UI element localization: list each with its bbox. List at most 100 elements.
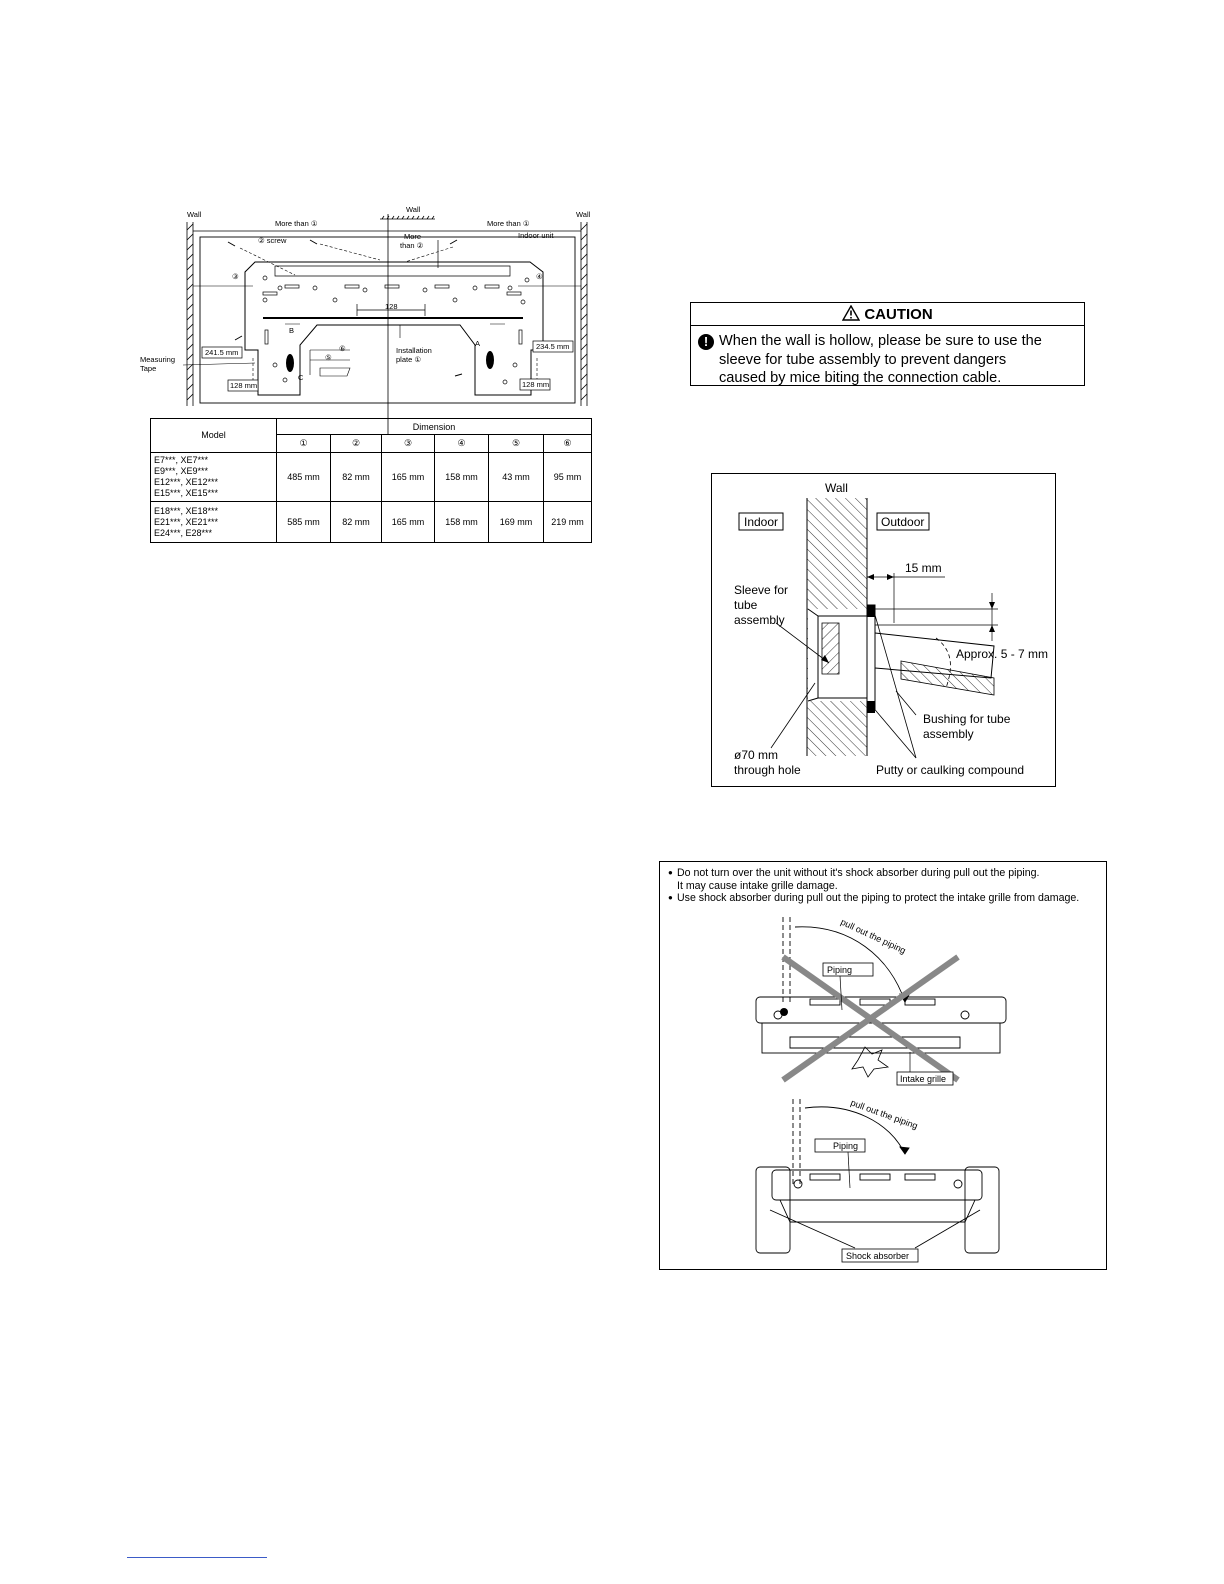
note-item: Do not turn over the unit without it's s… — [668, 867, 1102, 892]
value-cell: 82 mm — [330, 451, 382, 503]
sleeve-label-3: assembly — [734, 613, 785, 627]
dimension-table: Model Dimension ① ② ③ ④ ⑤ ⑥ E7***, XE7**… — [150, 417, 592, 543]
marker-b: B — [289, 326, 294, 335]
value-cell: 43 mm — [488, 451, 544, 503]
value-cell: 165 mm — [381, 501, 435, 543]
caution-body: ! When the wall is hollow, please be sur… — [691, 326, 1084, 388]
value-cell: 485 mm — [276, 451, 331, 503]
note-text: Use shock absorber during pull out the p… — [677, 892, 1080, 904]
hole-label-1: ø70 mm — [734, 748, 778, 762]
model-name: E18***, XE18*** — [154, 505, 219, 516]
footer-link-rule — [127, 1557, 267, 1558]
installation-plate-diagram: Wall Wall Wall More than ① More than ① ②… — [140, 205, 591, 435]
col-header: ① — [276, 434, 331, 453]
left-128-label: 128 mm — [230, 381, 257, 390]
plate-holes — [262, 275, 530, 385]
caution-text-line: When the wall is hollow, please be sure … — [719, 333, 1042, 349]
bushing-label-1: Bushing for tube — [923, 712, 1011, 726]
table-row: E7***, XE7*** E9***, XE9*** E12***, XE12… — [150, 451, 592, 503]
measuring-tape-1: Measuring — [140, 355, 175, 364]
right-wall — [580, 222, 588, 406]
pull-out-top-label: pull out the piping — [839, 917, 907, 956]
caution-text-line: sleeve for tube assembly to prevent dang… — [719, 351, 1007, 368]
model-cell: E7***, XE7*** E9***, XE9*** E12***, XE12… — [150, 451, 277, 503]
bushing-label-2: assembly — [923, 727, 974, 741]
note-item: Use shock absorber during pull out the p… — [668, 892, 1102, 905]
value-cell: 219 mm — [543, 501, 592, 543]
note-text: Do not turn over the unit without it's s… — [677, 867, 1040, 879]
value-cell: 95 mm — [543, 451, 592, 503]
value-cell: 82 mm — [330, 501, 382, 543]
dim4-label: ④ — [536, 272, 543, 281]
model-name: E15***, XE15*** — [154, 487, 219, 498]
sleeve-label-1: Sleeve for — [734, 583, 788, 597]
indoor-label: Indoor — [744, 515, 778, 529]
installation-plate — [244, 261, 544, 396]
installation-plate-2: plate ① — [396, 355, 421, 364]
measuring-tape-2: Tape — [140, 364, 156, 373]
piping-bottom-label: Piping — [833, 1141, 858, 1151]
exclamation-icon: ! — [698, 334, 714, 350]
putty-label: Putty or caulking compound — [876, 763, 1024, 777]
shock-notes: Do not turn over the unit without it's s… — [668, 867, 1102, 905]
dim6-label: ⑥ — [339, 344, 346, 353]
dim3-label: ③ — [232, 272, 239, 281]
screw-icons — [227, 239, 463, 377]
dim-15-label: 15 mm — [905, 561, 942, 575]
more-than-left: More than ① — [275, 219, 318, 228]
col-header: ④ — [434, 434, 489, 453]
wall-top-label: Wall — [406, 205, 421, 214]
note-text: It may cause intake grille damage. — [677, 879, 838, 892]
more-than-mid-2: than ② — [400, 241, 424, 250]
model-name: E7***, XE7*** — [154, 454, 209, 465]
screw-label: ② screw — [258, 236, 287, 245]
indoor-unit-label: Indoor unit — [518, 231, 554, 240]
value-cell: 158 mm — [434, 451, 489, 503]
caution-title: CAUTION — [864, 306, 933, 323]
left-241-label: 241.5 mm — [205, 348, 238, 357]
sleeve-label-2: tube — [734, 598, 758, 612]
unit-correct — [755, 1099, 1000, 1254]
model-name: E21***, XE21*** — [154, 516, 219, 527]
caution-text-line: caused by mice biting the connection cab… — [719, 370, 1002, 386]
shock-absorber-label: Shock absorber — [846, 1251, 909, 1261]
model-name: E24***, E28*** — [154, 527, 213, 538]
right-128-label: 128 mm — [522, 380, 549, 389]
intake-grille-label: Intake grille — [900, 1074, 946, 1084]
value-cell: 585 mm — [276, 501, 331, 543]
col-header: ⑥ — [543, 434, 592, 453]
model-name: E12***, XE12*** — [154, 476, 219, 487]
dimension-header: Dimension — [276, 417, 592, 436]
model-name: E9***, XE9*** — [154, 465, 209, 476]
value-cell: 169 mm — [488, 501, 544, 543]
right-234-label: 234.5 mm — [536, 342, 569, 351]
col-header: ② — [330, 434, 382, 453]
wall-right-label: Wall — [576, 210, 591, 219]
caution-box: CAUTION ! When the wall is hollow, pleas… — [690, 302, 1085, 386]
value-cell: 158 mm — [434, 501, 489, 543]
table-row: E18***, XE18*** E21***, XE21*** E24***, … — [150, 501, 592, 543]
col-header: ⑤ — [488, 434, 544, 453]
wall-left-label: Wall — [187, 210, 202, 219]
sleeve-diagram: Wall Indoor Outdoor 15 mm Sleeve for tub… — [711, 473, 1056, 787]
sleeve-wall-label: Wall — [825, 481, 848, 495]
col-header: ③ — [381, 434, 435, 453]
caution-header: CAUTION — [691, 303, 1084, 326]
marker-c: C — [298, 373, 304, 382]
outdoor-label: Outdoor — [881, 515, 924, 529]
marker-a: A — [475, 339, 480, 348]
dim5-label: ⑤ — [325, 353, 332, 362]
model-cell: E18***, XE18*** E21***, XE21*** E24***, … — [150, 501, 277, 543]
shock-absorber-box: Do not turn over the unit without it's s… — [659, 861, 1107, 1270]
piping-illustration: pull out the piping Piping Intake grille… — [755, 917, 1007, 1263]
dim-128-center: 128 — [385, 302, 398, 311]
left-wall — [186, 222, 194, 406]
more-than-right: More than ① — [487, 219, 530, 228]
model-header: Model — [150, 418, 277, 453]
value-cell: 165 mm — [381, 451, 435, 503]
piping-top-label: Piping — [827, 965, 852, 975]
approx-label: Approx. 5 - 7 mm — [956, 647, 1048, 661]
more-than-mid-1: More — [404, 232, 421, 241]
warning-triangle-icon — [842, 304, 861, 321]
hole-label-2: through hole — [734, 763, 801, 777]
